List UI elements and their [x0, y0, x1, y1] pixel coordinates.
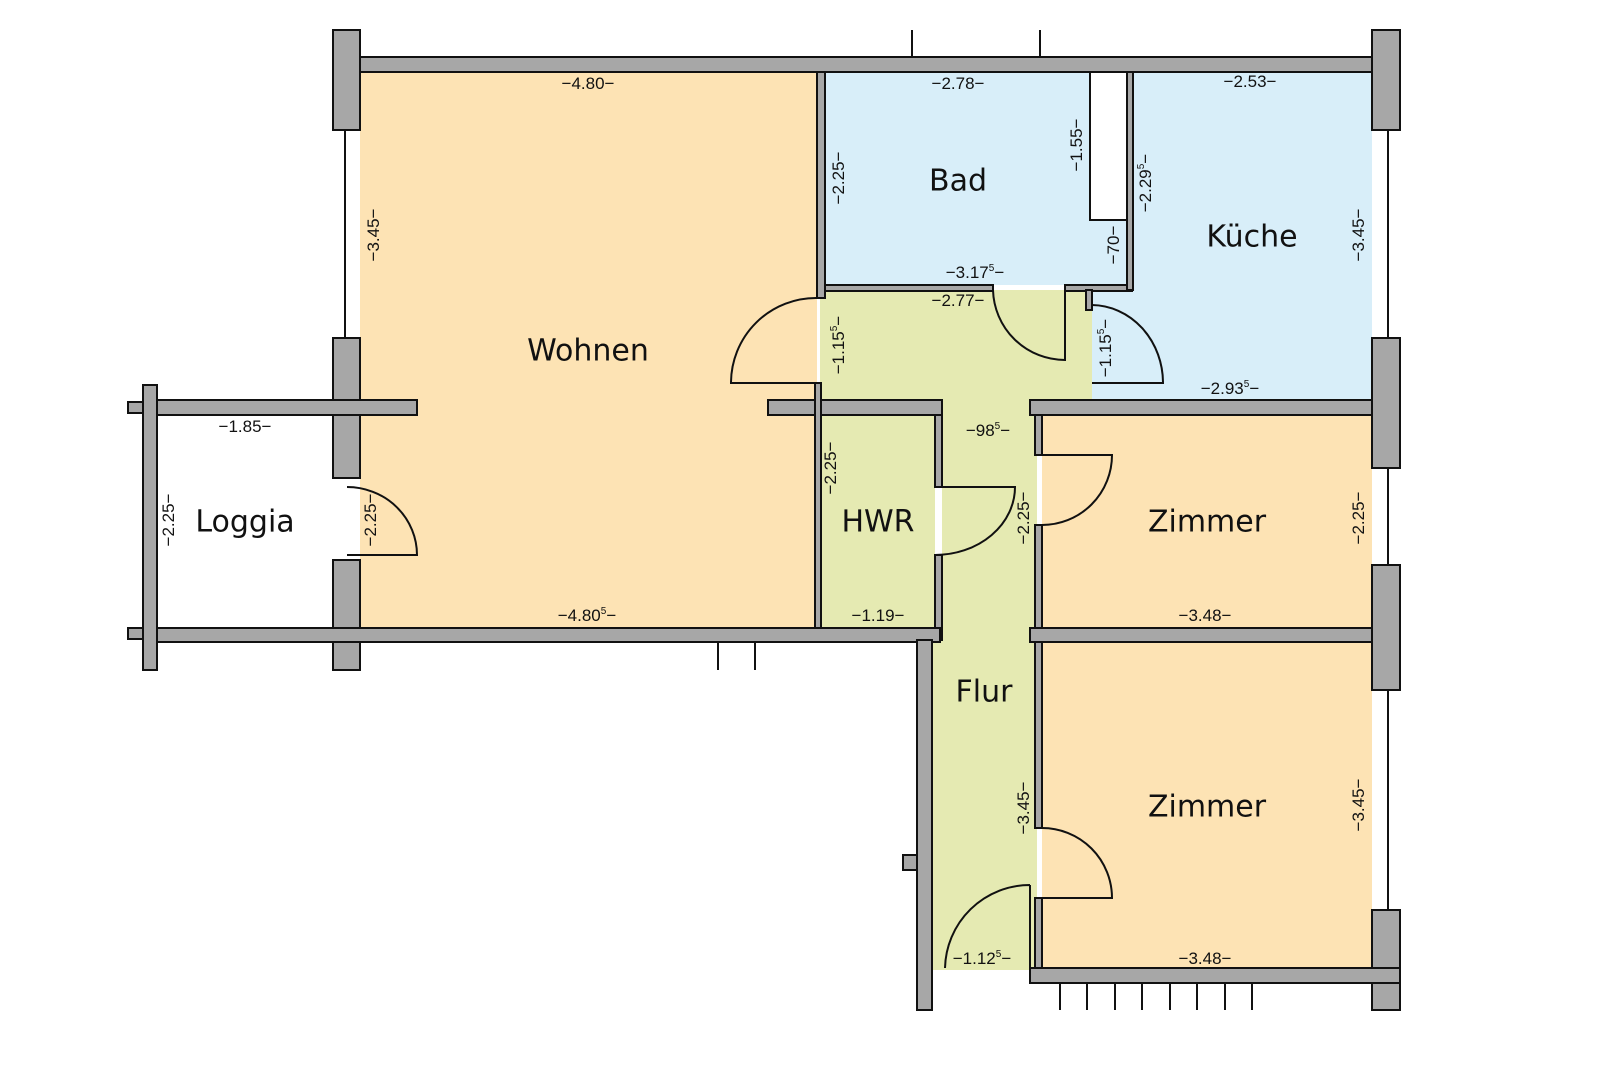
room-labels: Wohnen Bad Küche Flur HWR Zimmer Zimmer …: [195, 164, 1297, 825]
dimension-label-flur: −2.77−: [932, 291, 985, 310]
dimension-label-kueche: −2.53−: [1224, 72, 1277, 91]
dimension-label-flur: −1.125−: [953, 949, 1012, 969]
windows: [344, 30, 1389, 1010]
dimension-label-wohnen: −4.805−: [558, 606, 617, 626]
room-wohnen[interactable]: [360, 72, 817, 628]
room-label-zimmer-2: Zimmer: [1148, 790, 1267, 825]
dimension-label-kueche: −2.935−: [1201, 379, 1260, 399]
walls: [127, 29, 1401, 1011]
room-label-loggia: Loggia: [195, 505, 294, 540]
dimension-label-flur: −2.25−: [1014, 491, 1033, 544]
door-bad: [992, 289, 1066, 362]
dimension-label-wohnen: −4.80−: [562, 74, 615, 93]
door-zimmer-2: [1041, 827, 1114, 899]
dimension-label-bad: −70−: [1104, 226, 1123, 265]
door-wohnen: [729, 296, 818, 384]
room-fills: [157, 71, 1372, 970]
dimension-label-zimmer1: −2.25−: [1349, 491, 1368, 544]
dimension-label-bad: −1.55−: [1067, 118, 1086, 171]
bad-shaft: [1089, 71, 1128, 221]
door-hwr: [934, 486, 1017, 556]
room-zimmer-1[interactable]: [1042, 415, 1372, 628]
room-label-flur: Flur: [956, 675, 1014, 710]
dimension-label-flur: −1.155−: [829, 316, 849, 375]
dimension-label-loggia: −2.25−: [159, 493, 178, 546]
room-label-kueche: Küche: [1206, 220, 1297, 255]
room-label-zimmer-1: Zimmer: [1148, 505, 1267, 540]
dimension-label-bad: −2.78−: [932, 74, 985, 93]
dimension-label-kueche: −2.295−: [1136, 154, 1156, 213]
room-label-bad: Bad: [929, 164, 987, 199]
dimension-label-bad: −3.175−: [946, 263, 1005, 283]
dimension-label-bad: −2.25−: [829, 151, 848, 204]
entrance-steps: [1059, 983, 1253, 1010]
room-loggia[interactable]: [157, 415, 333, 628]
door-entrance: [944, 884, 1031, 969]
dimension-label-kueche: −3.45−: [1349, 208, 1368, 261]
dimension-labels: −4.80− −3.45− −4.805− −2.78− −2.25− −1.5…: [159, 72, 1368, 968]
room-kueche[interactable]: [1092, 72, 1372, 400]
dimension-label-flur: −3.45−: [1014, 781, 1033, 834]
dimension-label-loggia: −2.25−: [361, 493, 380, 546]
dimension-label-zimmer1: −3.48−: [1179, 606, 1232, 625]
dimension-label-loggia: −1.85−: [219, 417, 272, 436]
dimension-label-wohnen: −3.45−: [364, 208, 383, 261]
dimension-label-hwr: −1.19−: [852, 606, 905, 625]
door-loggia: [346, 486, 419, 556]
dimension-label-zimmer2: −3.45−: [1349, 778, 1368, 831]
room-flur[interactable]: [820, 290, 1092, 970]
dimension-label-hwr: −2.25−: [821, 441, 840, 494]
dimension-label-flur: −985−: [966, 421, 1010, 441]
room-label-wohnen: Wohnen: [527, 334, 649, 369]
dimension-label-zimmer2: −3.48−: [1179, 949, 1232, 968]
room-hwr[interactable]: [820, 415, 935, 628]
door-zimmer-1: [1041, 454, 1114, 526]
room-bad[interactable]: [825, 72, 1127, 285]
door-kueche: [1091, 304, 1165, 384]
room-zimmer-2[interactable]: [1042, 642, 1372, 968]
doors: [346, 289, 1165, 969]
dimension-label-flur: −1.155−: [1096, 319, 1116, 378]
room-label-hwr: HWR: [841, 505, 914, 540]
